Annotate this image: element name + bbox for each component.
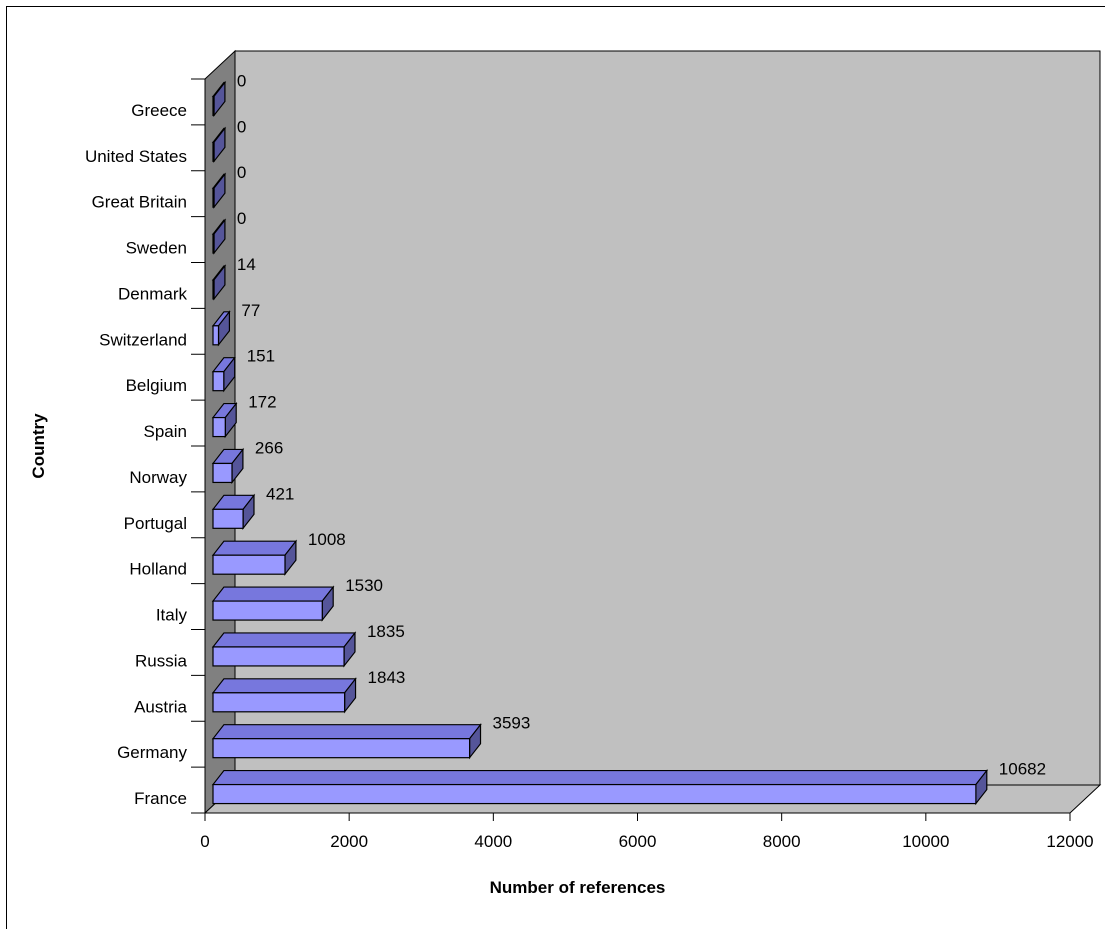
bar-holland — [211, 539, 298, 576]
value-axis-ticks: 0 2000 4000 6000 8000 10000 12000 — [200, 813, 1094, 851]
bar-front-face — [212, 141, 215, 162]
data-label: 0 — [237, 117, 246, 136]
data-label: 0 — [237, 163, 246, 182]
data-label: 0 — [237, 71, 246, 90]
bar-greece — [211, 80, 227, 118]
back-wall — [234, 50, 1101, 786]
value-tick-label: 6000 — [619, 832, 657, 851]
value-tick-label: 4000 — [474, 832, 512, 851]
category-label: Holland — [129, 560, 187, 579]
bar-norway — [211, 447, 245, 485]
value-tick-label: 8000 — [763, 832, 801, 851]
bar-united-states — [211, 126, 227, 164]
bar-front-face — [212, 279, 215, 300]
bar-front-face — [212, 416, 226, 438]
category-label: Denmark — [118, 284, 187, 303]
data-label: 172 — [248, 393, 276, 412]
bar-front-face — [212, 95, 215, 117]
data-label: 266 — [255, 438, 283, 457]
category-label: Spain — [144, 422, 187, 441]
category-label: Belgium — [126, 376, 187, 395]
category-label: Sweden — [126, 239, 187, 258]
bar-front-face — [212, 325, 220, 346]
y-axis-title: Country — [29, 413, 48, 479]
bar-spain — [211, 401, 238, 439]
bar-austria — [211, 677, 357, 714]
bar-denmark — [211, 264, 227, 301]
data-label: 1008 — [308, 530, 346, 549]
data-label: 3593 — [493, 714, 531, 733]
value-tick-label: 12000 — [1046, 832, 1093, 851]
data-label: 1835 — [367, 622, 405, 641]
category-axis-ticks — [191, 78, 205, 814]
bar-front-face — [212, 462, 233, 484]
x-axis-title: Number of references — [490, 878, 666, 897]
bar-top-face — [211, 586, 335, 602]
data-label: 421 — [266, 484, 294, 503]
bar-germany — [211, 722, 482, 760]
value-tick-label: 10000 — [902, 832, 949, 851]
bar-sweden — [211, 218, 227, 255]
bar-front-face — [212, 554, 286, 575]
category-label: United States — [85, 147, 187, 166]
bar-top-face — [211, 632, 357, 648]
bar-front-face — [212, 371, 225, 392]
bar-top-face — [211, 769, 989, 786]
bar-front-face — [212, 738, 471, 759]
bar-italy — [211, 585, 335, 622]
bar-switzerland — [211, 310, 231, 347]
bar-top-face — [211, 540, 298, 556]
bar-front-face — [212, 600, 323, 621]
bar-top-face — [211, 724, 482, 740]
bar-belgium — [211, 355, 236, 393]
bar-front-face — [212, 783, 977, 805]
data-label: 77 — [241, 301, 260, 320]
bar-front-face — [212, 508, 244, 529]
category-label: Switzerland — [99, 330, 187, 349]
data-label: 10682 — [999, 760, 1046, 779]
data-label: 1530 — [345, 576, 383, 595]
bar-russia — [211, 631, 357, 668]
category-label: France — [134, 789, 187, 808]
data-label: 14 — [237, 255, 256, 274]
category-label: Italy — [156, 606, 188, 625]
category-label: Germany — [117, 743, 187, 762]
data-label: 151 — [247, 347, 275, 366]
category-label: Russia — [135, 651, 188, 670]
bar-front-face — [212, 646, 345, 667]
bar-portugal — [211, 493, 256, 531]
data-label: 1843 — [368, 668, 406, 687]
bars — [211, 80, 989, 806]
value-tick-label: 0 — [200, 832, 209, 851]
bar-front-face — [212, 233, 215, 254]
category-label: Greece — [131, 101, 187, 120]
bar-front-face — [212, 692, 346, 713]
value-tick-label: 2000 — [330, 832, 368, 851]
category-label: Portugal — [124, 514, 187, 533]
bar-top-face — [211, 678, 357, 694]
category-label: Norway — [129, 468, 187, 487]
category-label: Austria — [134, 697, 187, 716]
bar-great-britain — [211, 172, 227, 209]
bar-front-face — [212, 187, 215, 208]
bar-france — [211, 768, 989, 806]
data-label: 0 — [237, 209, 246, 228]
category-label: Great Britain — [92, 193, 187, 212]
